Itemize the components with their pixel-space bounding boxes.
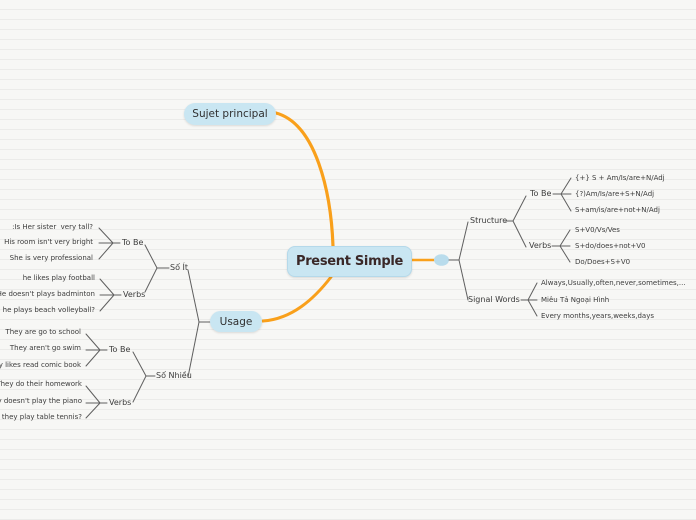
node-usage-label: Usage [219,315,253,328]
leaf-item[interactable]: S+do/does+not+V0 [575,242,646,250]
label-to-be-so-nhieu[interactable]: To Be [109,345,131,354]
label-to-be-so-it[interactable]: To Be [122,238,144,247]
leaf-item[interactable]: Always,Usually,often,never,sometimes,... [541,279,686,287]
leaf-item[interactable]: His room isn't very bright [4,238,93,246]
leaf-item[interactable]: They are go to school [5,328,81,336]
node-present-simple-label: Present Simple [295,254,404,269]
node-present-simple[interactable]: Present Simple [287,246,412,277]
label-so-it[interactable]: Số Ít [170,263,189,272]
leaf-item[interactable]: S+am/is/are+not+N/Adj [575,206,660,214]
label-verbs-structure[interactable]: Verbs [529,241,552,250]
label-structure[interactable]: Structure [470,216,508,225]
node-sujet-principal-label: Sujet principal [192,108,268,120]
leaf-item[interactable]: he likes play football [22,274,95,282]
leaf-item[interactable]: Every months,years,weeks,days [541,312,654,320]
leaf-item[interactable]: {+} S + Am/Is/are+N/Adj [575,174,665,182]
leaf-item[interactable]: :Is Her sister very tall? [12,223,93,231]
leaf-item[interactable]: Does he plays beach volleyball? [0,306,95,314]
leaf-item[interactable]: Do/Does+S+V0 [575,258,631,266]
leaf-item[interactable]: Miêu Tả Ngoại Hình [541,296,610,304]
leaf-item[interactable]: She is very professional [9,254,93,262]
leaf-item[interactable]: {?)Am/Is/are+S+N/Adj [575,190,655,198]
node-usage[interactable]: Usage [210,311,262,332]
leaf-item[interactable]: They likes read comic book [0,361,81,369]
leaf-item[interactable]: They doesn't play the piano [0,397,82,405]
label-verbs-so-it[interactable]: Verbs [123,290,146,299]
leaf-item[interactable]: They aren't go swim [9,344,81,352]
label-to-be-structure[interactable]: To Be [530,189,552,198]
leaf-item[interactable]: Are they play table tennis? [1,413,82,421]
label-signal-words[interactable]: Signal Words [468,295,520,304]
label-verbs-so-nhieu[interactable]: Verbs [109,398,132,407]
leaf-item[interactable]: They do their homework [0,380,82,388]
leaf-item[interactable]: S+V0/Vs/Ves [575,226,620,234]
node-sujet-principal[interactable]: Sujet principal [184,103,276,125]
label-so-nhieu[interactable]: Số Nhiều [156,371,192,380]
leaf-item[interactable]: He doesn't plays badminton [0,290,95,298]
hub-ellipse [434,254,449,266]
